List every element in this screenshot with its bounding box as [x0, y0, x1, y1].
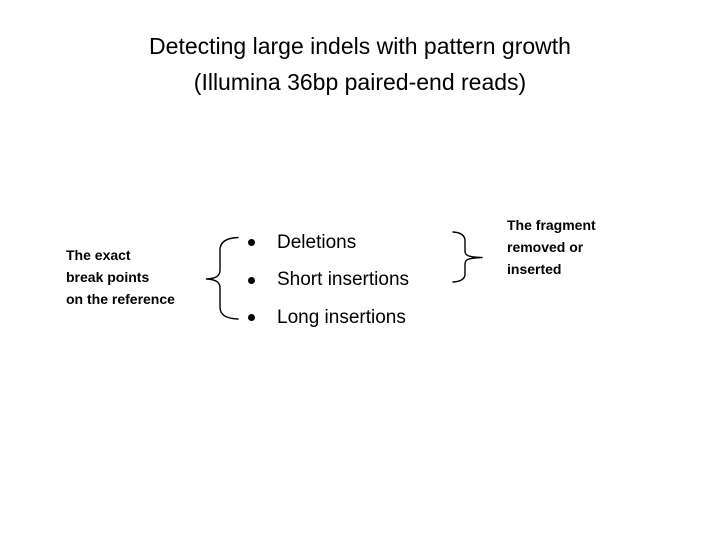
- bullet-dot-icon: [248, 314, 255, 322]
- slide-title: Detecting large indels with pattern grow…: [0, 28, 720, 100]
- left-brace-shape: [205, 236, 239, 320]
- right-callout-text: The fragment removed or inserted: [507, 214, 596, 280]
- right-callout-line3: inserted: [507, 261, 562, 277]
- bullet-dot-icon: [248, 276, 255, 284]
- bullet-dot-icon: [248, 239, 255, 247]
- bullet-item: Short insertions: [248, 262, 409, 300]
- bullet-item-label: Short insertions: [277, 269, 410, 291]
- left-callout-line1: The exact: [66, 247, 131, 263]
- left-callout-text: The exact break points on the reference: [66, 244, 175, 310]
- left-callout-line3: on the reference: [66, 291, 175, 307]
- right-brace-shape: [452, 231, 484, 283]
- slide-title-line2: (Illumina 36bp paired-end reads): [193, 69, 527, 95]
- bullet-item-label: Long insertions: [277, 306, 406, 328]
- bullet-item: Deletions: [248, 224, 409, 262]
- slide-title-line1: Detecting large indels with pattern grow…: [149, 33, 571, 59]
- bullet-list: Deletions Short insertions Long insertio…: [248, 224, 409, 337]
- bullet-item: Long insertions: [248, 299, 409, 337]
- left-callout-line2: break points: [66, 269, 150, 285]
- bullet-item-label: Deletions: [277, 231, 357, 253]
- left-brace-icon: [205, 236, 239, 320]
- right-callout-line2: removed or: [507, 239, 584, 255]
- right-brace-icon: [452, 231, 483, 283]
- right-callout-line1: The fragment: [507, 217, 596, 233]
